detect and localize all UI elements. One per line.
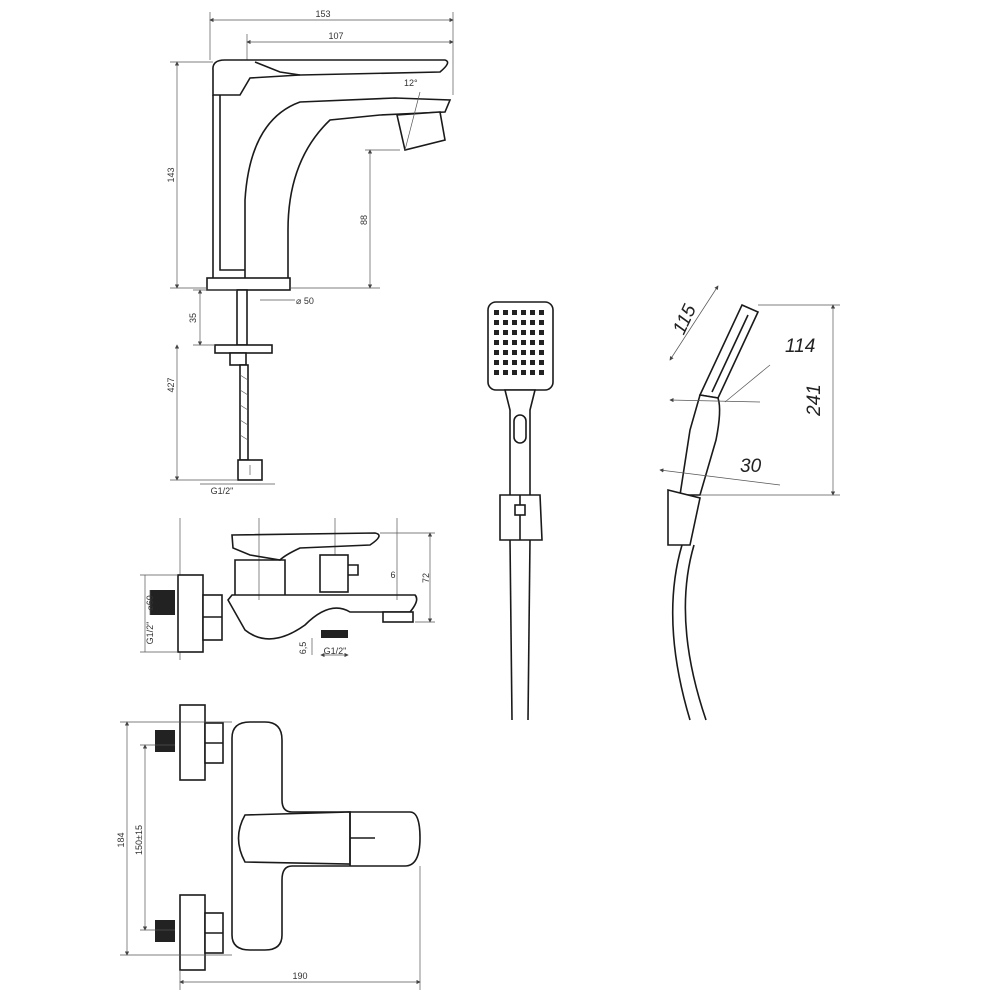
dim-spout-offset: 6 xyxy=(390,570,395,580)
nozzle-icon xyxy=(512,370,517,375)
nozzle-icon xyxy=(512,350,517,355)
nozzle-icon xyxy=(494,310,499,315)
nozzle-icon xyxy=(503,330,508,335)
dim-outlet-offset: 6,5 xyxy=(298,642,308,655)
dim-head-length: 115 xyxy=(669,301,701,338)
nozzle-icon xyxy=(494,360,499,365)
nozzle-icon xyxy=(494,340,499,345)
nozzle-icon xyxy=(512,360,517,365)
dim-connection: G1/2" xyxy=(211,486,234,496)
nozzle-icon xyxy=(503,350,508,355)
nozzle-icon xyxy=(539,320,544,325)
dim-spout-height: 88 xyxy=(359,215,369,225)
nozzle-icon xyxy=(512,340,517,345)
nozzle-icon xyxy=(521,340,526,345)
dim-outlet-thread: G1/2" xyxy=(324,646,347,656)
dim-mixer-height: 72 xyxy=(421,573,431,583)
nozzle-icon xyxy=(494,370,499,375)
nozzle-icon xyxy=(530,320,535,325)
dim-angle: 12° xyxy=(404,78,418,88)
nozzle-icon xyxy=(539,340,544,345)
bath-mixer-top-drawing: 184 150±15 190 xyxy=(116,704,421,990)
dim-inlet-thread: G1/2" xyxy=(145,622,155,645)
nozzle-icon xyxy=(530,350,535,355)
dim-handle-width: 30 xyxy=(740,456,762,477)
bath-mixer-side-drawing: ⌀60 G1/2" 6 72 6,5 G1/2" xyxy=(140,518,435,660)
dim-top-height: 184 xyxy=(116,832,126,847)
hand-shower-side-drawing: 115 114 241 30 xyxy=(659,285,840,721)
nozzle-icon xyxy=(512,320,517,325)
nozzle-icon xyxy=(530,360,535,365)
nozzle-icon xyxy=(530,310,535,315)
nozzle-icon xyxy=(539,310,544,315)
nozzle-icon xyxy=(512,310,517,315)
nozzle-icon xyxy=(539,350,544,355)
nozzle-icon xyxy=(494,320,499,325)
nozzle-icon xyxy=(494,350,499,355)
nozzle-icon xyxy=(521,370,526,375)
dim-flange-diameter: ⌀60 xyxy=(145,595,155,610)
nozzle-icon xyxy=(539,330,544,335)
nozzle-icon xyxy=(539,360,544,365)
dim-height-total: 143 xyxy=(166,167,176,182)
nozzle-icon xyxy=(530,370,535,375)
nozzle-icon xyxy=(521,310,526,315)
dim-base-diameter: ⌀ 50 xyxy=(296,296,314,306)
nozzle-icon xyxy=(521,360,526,365)
nozzle-icon xyxy=(503,360,508,365)
hand-shower-front-drawing xyxy=(487,301,554,721)
nozzle-icon xyxy=(521,320,526,325)
nozzle-icon xyxy=(521,330,526,335)
dim-total-length: 241 xyxy=(804,384,825,417)
nozzle-icon xyxy=(503,320,508,325)
nozzle-icon xyxy=(539,370,544,375)
nozzle-icon xyxy=(494,330,499,335)
nozzle-icon xyxy=(503,370,508,375)
nozzle-icon xyxy=(530,340,535,345)
dim-center-distance: 150±15 xyxy=(134,825,144,855)
nozzle-icon xyxy=(521,350,526,355)
dim-head-offset: 114 xyxy=(785,336,815,357)
nozzle-icon xyxy=(530,330,535,335)
dim-width-total: 153 xyxy=(315,9,330,19)
dim-spout-reach: 107 xyxy=(328,31,343,41)
nozzle-icon xyxy=(503,340,508,345)
dim-hose-length: 427 xyxy=(166,377,176,392)
basin-faucet-drawing: 153 107 12° 143 88 ⌀ 50 35 427 G1/2" xyxy=(166,9,454,496)
nozzle-icon xyxy=(512,330,517,335)
dim-top-width: 190 xyxy=(292,971,307,981)
nozzle-icon xyxy=(503,310,508,315)
dim-shank-length: 35 xyxy=(188,313,198,323)
